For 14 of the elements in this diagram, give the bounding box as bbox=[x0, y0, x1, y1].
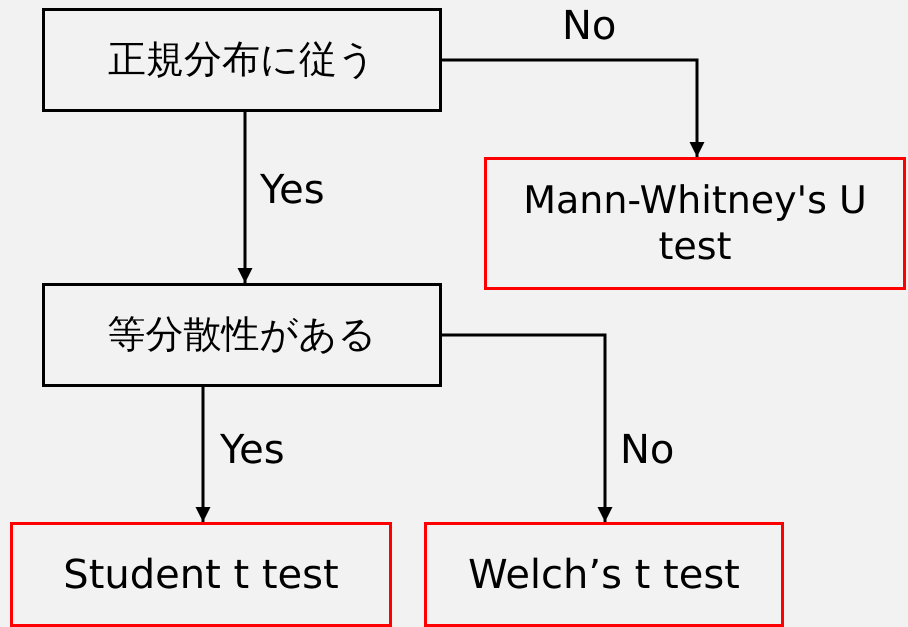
result-box bbox=[10, 522, 392, 627]
box-text: 等分散性がある bbox=[106, 312, 378, 358]
box-text: Student t test bbox=[62, 550, 340, 598]
arrow bbox=[196, 387, 210, 522]
arrow bbox=[238, 112, 252, 283]
box-text: 正規分布に従う bbox=[107, 37, 377, 83]
question-box bbox=[42, 8, 442, 112]
box-text: Welch’s t test bbox=[467, 550, 741, 598]
question-box bbox=[42, 283, 442, 387]
result-box bbox=[424, 522, 784, 627]
result-box bbox=[484, 157, 906, 290]
arrow bbox=[442, 334, 612, 522]
box-text: Mann-Whitney's U test bbox=[522, 178, 868, 270]
arrow bbox=[442, 58, 704, 157]
